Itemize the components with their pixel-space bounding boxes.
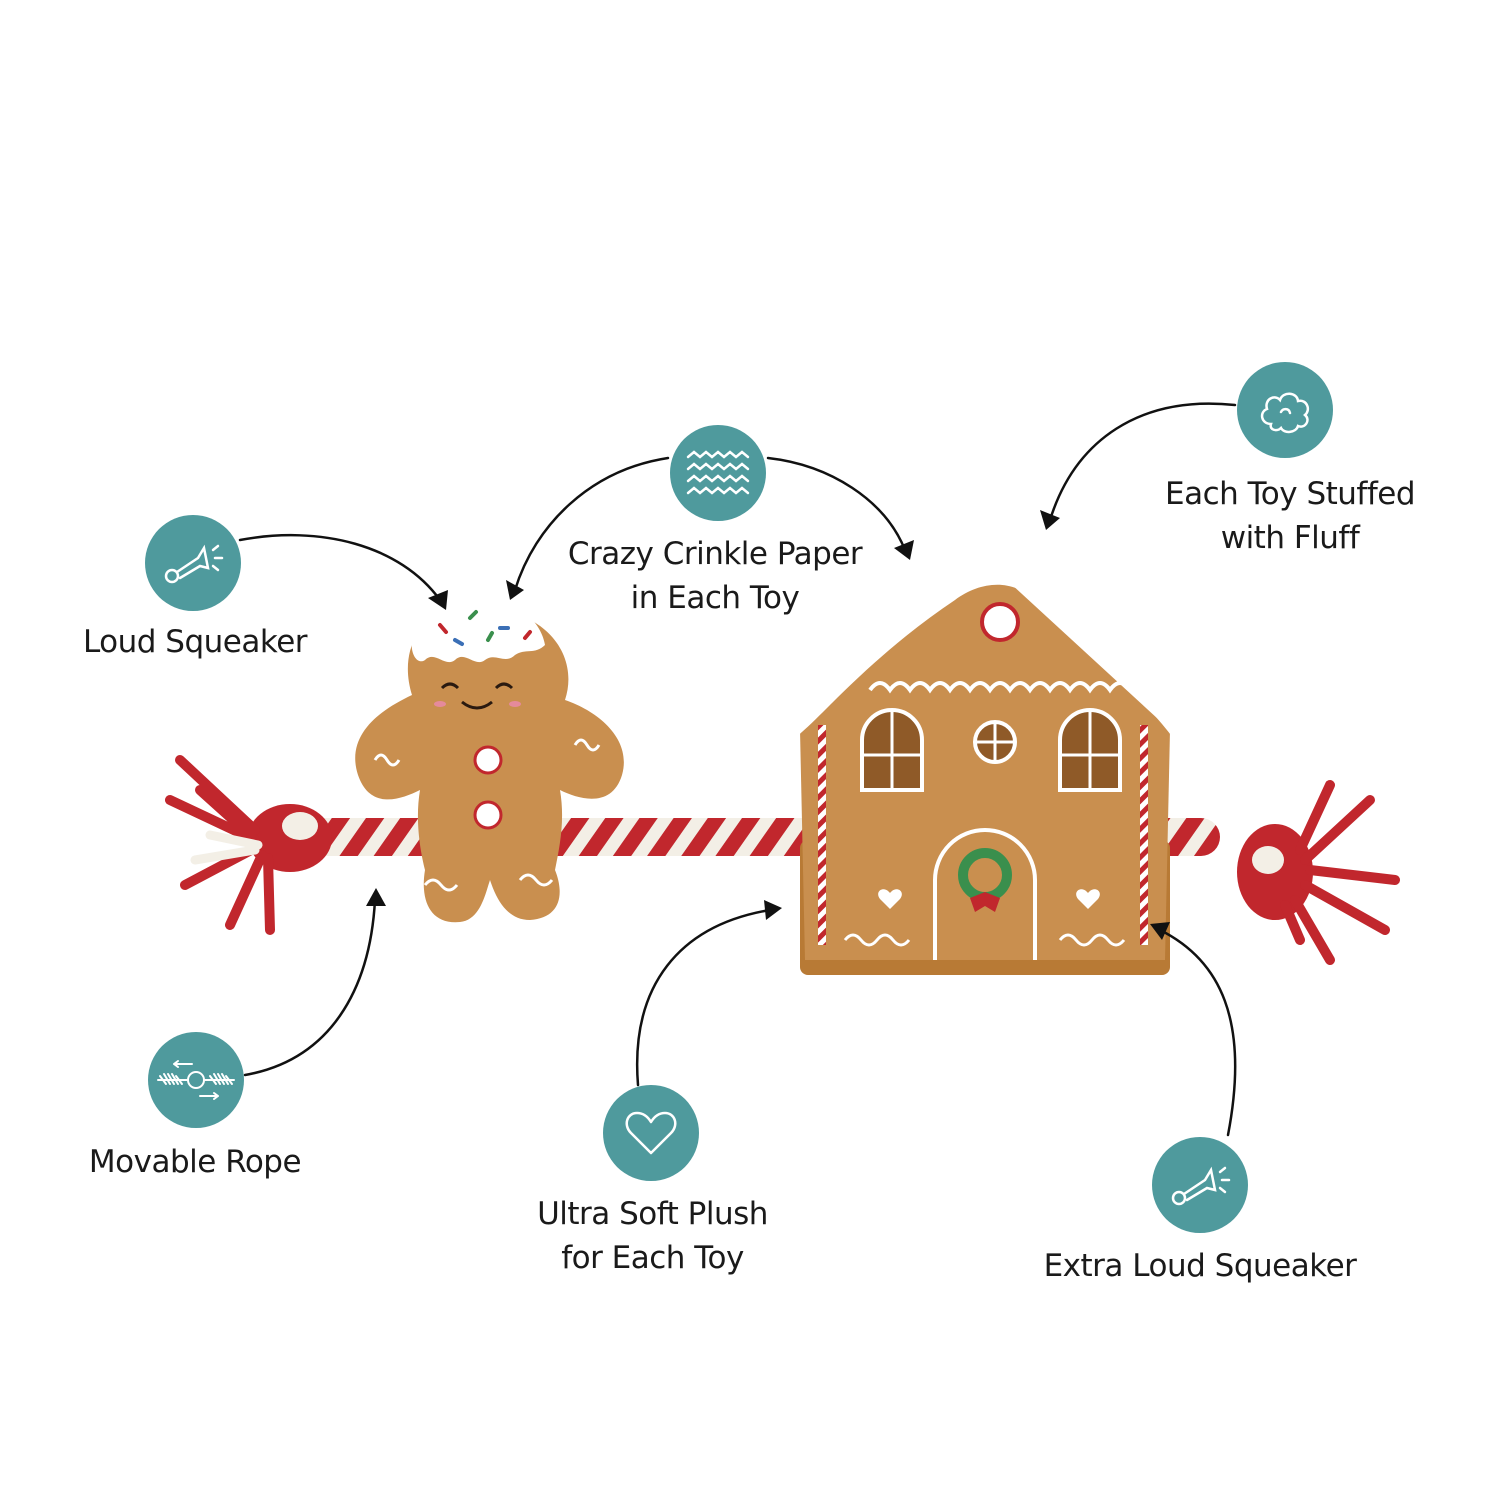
crinkle-paper-label: Crazy Crinkle Paper in Each Toy	[555, 532, 875, 620]
movable-rope-label: Movable Rope	[65, 1140, 325, 1184]
arrow-stuffed-fluff	[1048, 402, 1237, 522]
label-line: with Fluff	[1220, 520, 1360, 556]
stuffed-fluff-label: Each Toy Stuffed with Fluff	[1140, 472, 1440, 560]
label-line: Ultra Soft Plush	[537, 1196, 768, 1232]
arrow-loud-squeaker	[238, 534, 442, 602]
crinkle-paper-badge	[670, 425, 766, 521]
loud-squeaker-label: Loud Squeaker	[60, 620, 330, 664]
tug-rope	[165, 755, 1400, 965]
label-line: Loud Squeaker	[82, 624, 308, 660]
horn-icon	[164, 544, 224, 584]
label-line: in Each Toy	[630, 580, 800, 616]
loud-squeaker-badge	[145, 515, 241, 611]
arrow-crinkle-right	[766, 456, 907, 552]
waves-icon	[686, 450, 750, 495]
horn-icon	[1171, 1166, 1231, 1206]
label-line: Crazy Crinkle Paper	[567, 536, 863, 572]
soft-plush-label: Ultra Soft Plush for Each Toy	[515, 1192, 790, 1280]
label-line: Movable Rope	[88, 1144, 302, 1180]
fluff-cloud-icon	[1260, 392, 1310, 434]
arrow-crinkle-left	[513, 456, 670, 592]
heart-icon	[625, 1111, 677, 1155]
arrow-heads	[366, 510, 1170, 940]
gingerbread-man-plush	[355, 599, 624, 923]
movable-rope-badge	[148, 1032, 244, 1128]
arrow-soft-plush	[635, 908, 772, 1087]
callout-arrows	[238, 402, 1237, 1137]
extra-loud-squeaker-label: Extra Loud Squeaker	[1035, 1244, 1365, 1288]
extra-loud-squeaker-badge	[1152, 1137, 1248, 1233]
label-line: Extra Loud Squeaker	[1043, 1248, 1357, 1284]
soft-plush-badge	[603, 1085, 699, 1181]
gingerbread-house-plush	[750, 520, 1246, 975]
arrow-movable-rope	[243, 898, 377, 1077]
stuffed-fluff-badge	[1237, 362, 1333, 458]
arrow-extra-loud	[1158, 928, 1237, 1137]
label-line: Each Toy Stuffed	[1164, 476, 1416, 512]
label-line: for Each Toy	[561, 1240, 744, 1276]
rope-icon	[157, 1060, 235, 1100]
